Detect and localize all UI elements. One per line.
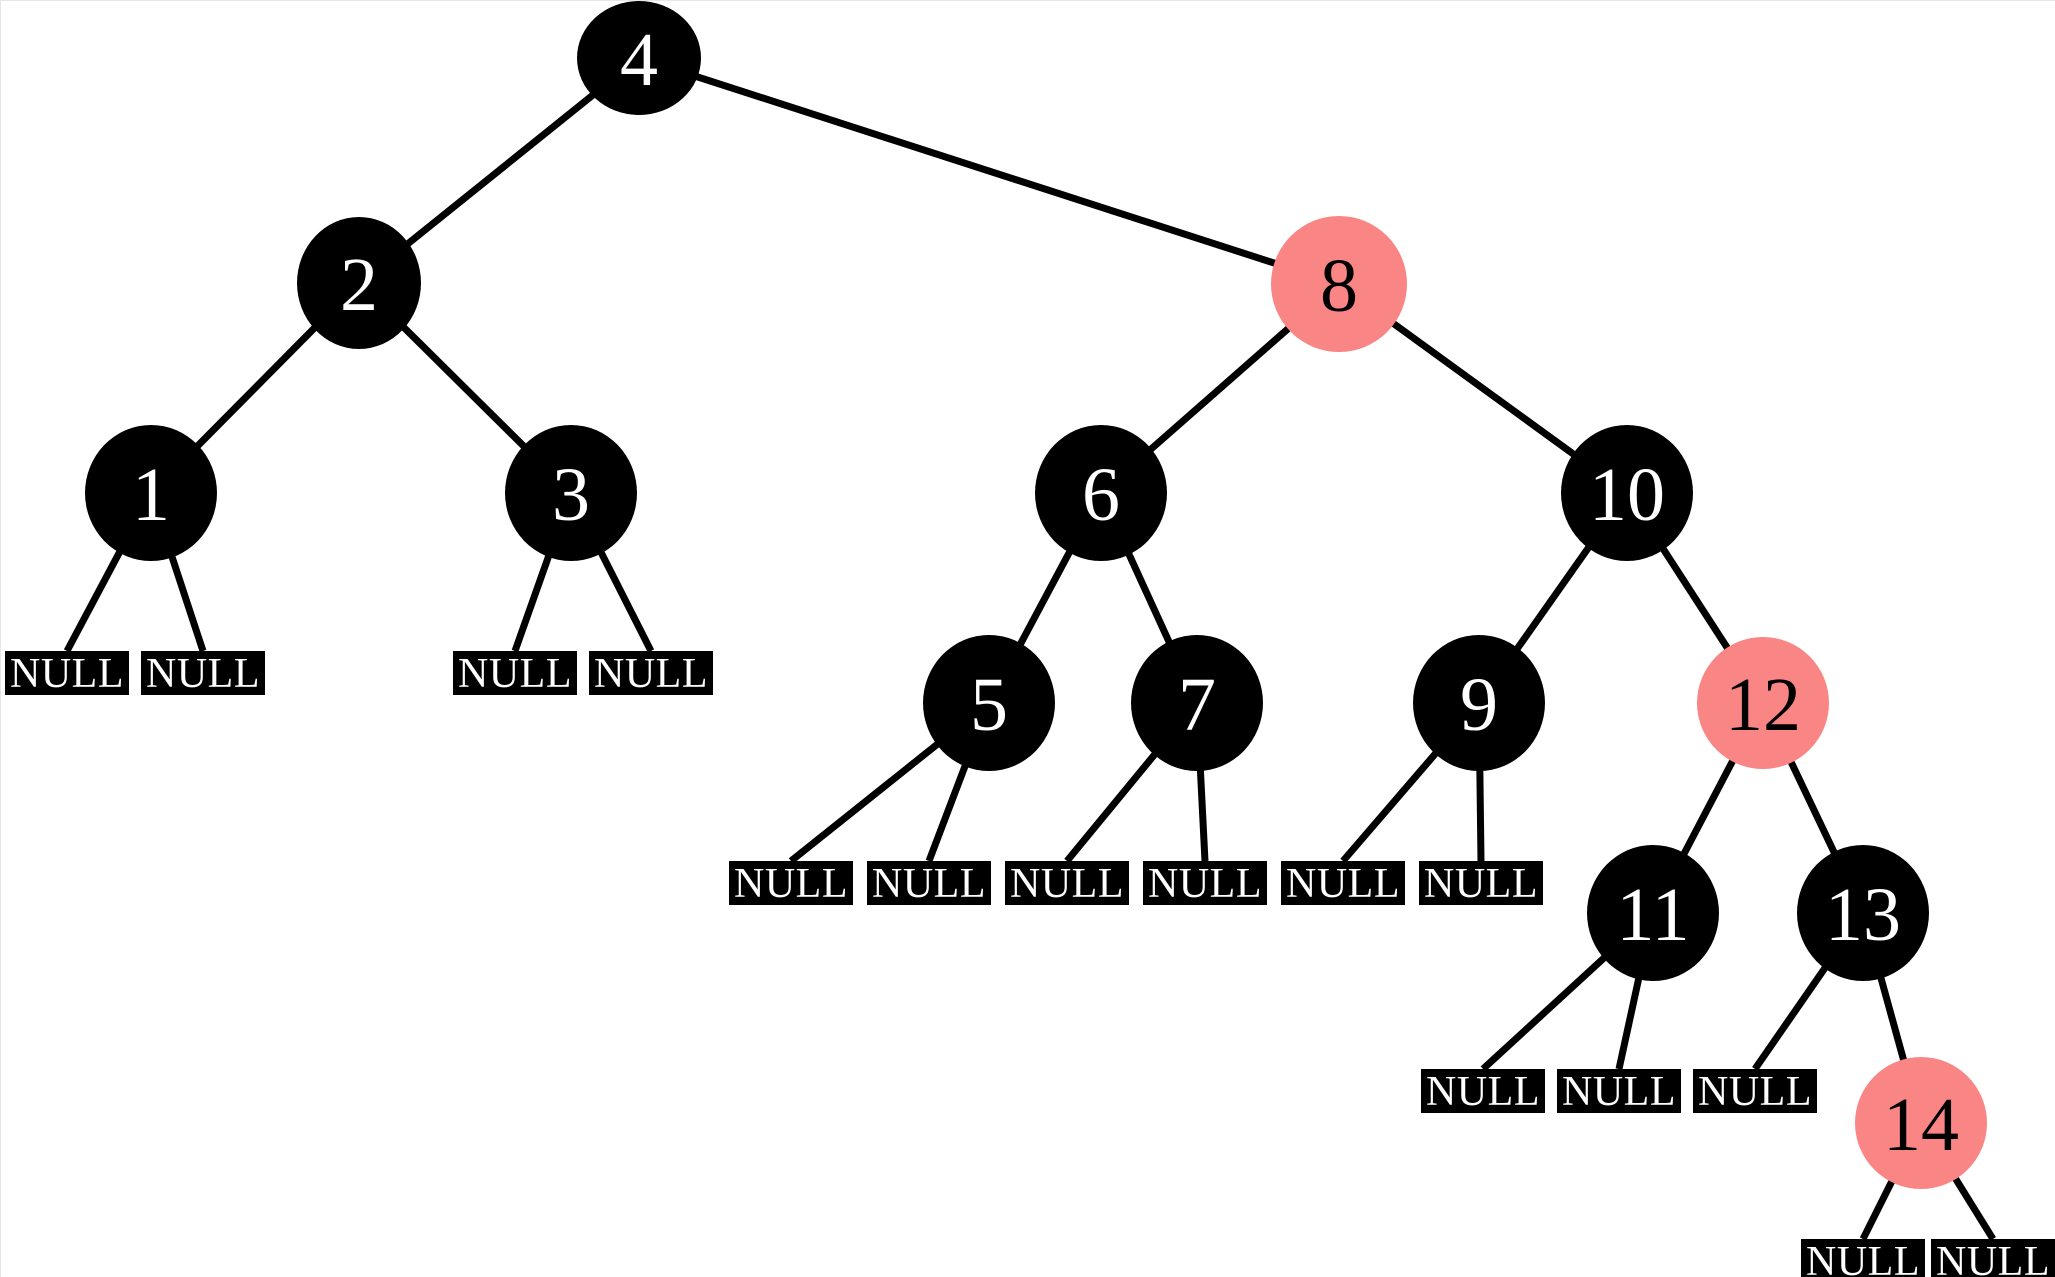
null-leaf-box — [1281, 861, 1405, 905]
null-leaf-box — [729, 861, 853, 905]
node-value-label: 1 — [132, 453, 170, 537]
null-leaf: NULL — [1801, 1239, 1925, 1277]
node-circle-black[interactable] — [1413, 635, 1545, 771]
tree-node-5[interactable]: 5 — [923, 635, 1055, 771]
node-value-label: 14 — [1883, 1083, 1959, 1167]
tree-node-9[interactable]: 9 — [1413, 635, 1545, 771]
null-leaf: NULL — [1419, 861, 1543, 907]
null-leaf-box — [1419, 861, 1543, 905]
null-leaf: NULL — [1005, 861, 1129, 907]
null-leaf: NULL — [1281, 861, 1405, 907]
null-leaf-label: NULL — [734, 861, 848, 907]
node-circle-black[interactable] — [505, 425, 637, 561]
null-leaf: NULL — [1931, 1239, 2055, 1277]
null-leaf-label: NULL — [1424, 861, 1538, 907]
null-leaf: NULL — [729, 861, 853, 907]
tree-node-10[interactable]: 10 — [1561, 425, 1693, 561]
node-circle-red[interactable] — [1271, 216, 1407, 352]
null-leaf-label: NULL — [1806, 1239, 1920, 1277]
node-circle-black[interactable] — [1797, 845, 1929, 981]
null-leaf: NULL — [1693, 1069, 1817, 1115]
tree-node-1[interactable]: 1 — [85, 425, 217, 561]
tree-node-6[interactable]: 6 — [1035, 425, 1167, 561]
tree-edge-n4-to-n8 — [637, 54, 1341, 288]
null-leaf-label: NULL — [1426, 1069, 1540, 1115]
tree-node-12[interactable]: 12 — [1697, 637, 1829, 769]
node-circle-red[interactable] — [1855, 1057, 1987, 1189]
tree-node-14[interactable]: 14 — [1855, 1057, 1987, 1189]
node-value-label: 7 — [1178, 663, 1216, 747]
null-leaf-label: NULL — [1936, 1239, 2050, 1277]
null-leaf-box — [1693, 1069, 1817, 1113]
null-leaf-label: NULL — [872, 861, 986, 907]
tree-node-4[interactable]: 4 — [577, 1, 701, 115]
null-leaf-label: NULL — [10, 651, 124, 697]
tree-node-8[interactable]: 8 — [1271, 216, 1407, 352]
null-leaf-label: NULL — [1010, 861, 1124, 907]
null-leaf-box — [589, 651, 713, 695]
null-leaf: NULL — [589, 651, 713, 697]
tree-node-2[interactable]: 2 — [297, 217, 421, 349]
null-leaf-label: NULL — [1562, 1069, 1676, 1115]
node-value-label: 5 — [970, 663, 1008, 747]
null-leaf-box — [867, 861, 991, 905]
null-leaf-label: NULL — [146, 651, 260, 697]
null-leaf-box — [1801, 1239, 1925, 1277]
tree-node-7[interactable]: 7 — [1131, 635, 1263, 771]
null-leaf: NULL — [453, 651, 577, 697]
node-value-label: 9 — [1460, 663, 1498, 747]
null-leaves-layer: NULL NULL NULL NULL NULL NULL NULL NULL NULL NULL… — [5, 651, 2055, 1277]
null-leaf-box — [141, 651, 265, 695]
null-leaf-box — [1143, 861, 1267, 905]
null-leaf-box — [1557, 1069, 1681, 1113]
null-leaf-label: NULL — [1286, 861, 1400, 907]
null-leaf: NULL — [5, 651, 129, 697]
null-leaf: NULL — [867, 861, 991, 907]
node-value-label: 8 — [1320, 244, 1358, 328]
node-circle-black[interactable] — [923, 635, 1055, 771]
null-leaf-box — [1421, 1069, 1545, 1113]
node-circle-black[interactable] — [1035, 425, 1167, 561]
null-leaf-box — [1005, 861, 1129, 905]
null-leaf: NULL — [1557, 1069, 1681, 1115]
node-circle-black[interactable] — [1561, 425, 1693, 561]
null-leaf: NULL — [1421, 1069, 1545, 1115]
node-value-label: 11 — [1616, 873, 1689, 957]
null-leaf-label: NULL — [594, 651, 708, 697]
tree-node-11[interactable]: 11 — [1587, 845, 1719, 981]
null-leaf-box — [453, 651, 577, 695]
null-leaf: NULL — [1143, 861, 1267, 907]
node-value-label: 6 — [1082, 453, 1120, 537]
node-circle-black[interactable] — [577, 1, 701, 115]
node-value-label: 4 — [620, 18, 658, 102]
null-leaf-label: NULL — [1148, 861, 1262, 907]
node-value-label: 12 — [1725, 663, 1801, 747]
node-circle-black[interactable] — [1587, 845, 1719, 981]
null-leaf-box — [1931, 1239, 2055, 1277]
null-leaf-label: NULL — [1698, 1069, 1812, 1115]
tree-node-13[interactable]: 13 — [1797, 845, 1929, 981]
null-leaf: NULL — [141, 651, 265, 697]
node-value-label: 13 — [1825, 873, 1901, 957]
node-value-label: 3 — [552, 453, 590, 537]
node-circle-red[interactable] — [1697, 637, 1829, 769]
null-leaf-label: NULL — [458, 651, 572, 697]
node-value-label: 2 — [340, 243, 378, 327]
node-circle-black[interactable] — [1131, 635, 1263, 771]
node-value-label: 10 — [1589, 453, 1665, 537]
node-circle-black[interactable] — [85, 425, 217, 561]
node-circle-black[interactable] — [297, 217, 421, 349]
tree-node-3[interactable]: 3 — [505, 425, 637, 561]
null-leaf-box — [5, 651, 129, 695]
